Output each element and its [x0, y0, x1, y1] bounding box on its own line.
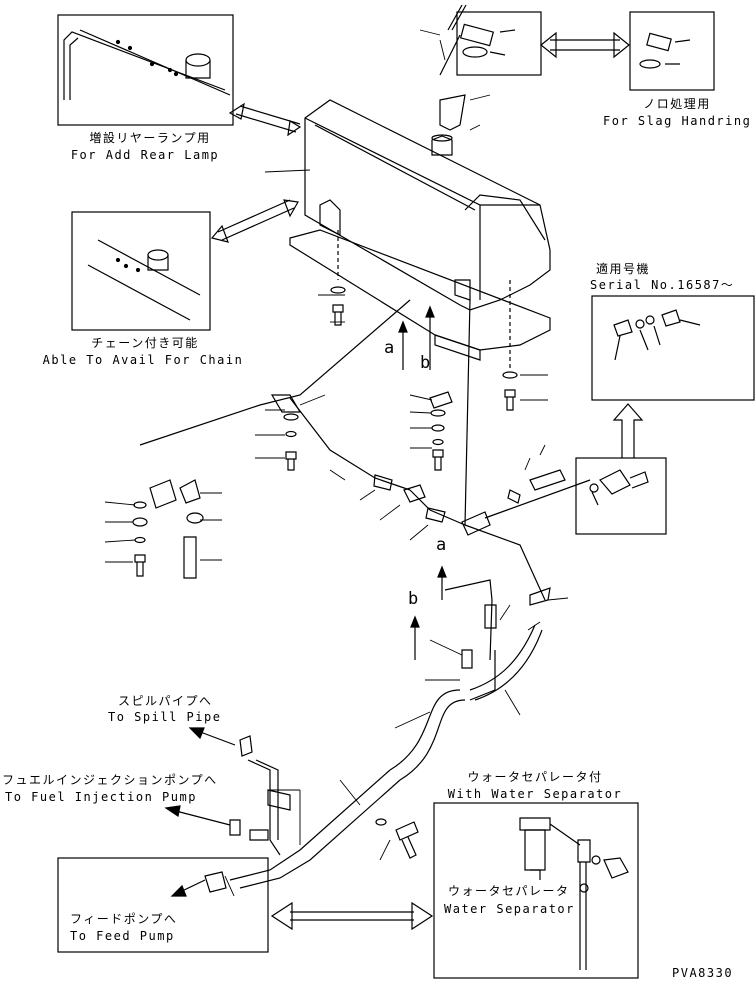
feed-jp-label: フィードポンプへ: [70, 912, 178, 926]
up-arrows-ab: [398, 305, 447, 660]
bolt-stack-2: [502, 371, 518, 411]
slag-en-label: For Slag Handring: [603, 114, 752, 128]
pointer-arrows: [164, 727, 236, 897]
bolt-stack-4: [270, 394, 302, 471]
rear-lamp-jp-label: 増設リヤーランプ用: [89, 131, 211, 145]
bolt-stack-1: [330, 286, 346, 326]
inset-feed-pump: [57, 857, 269, 953]
inset-chain: [71, 211, 211, 331]
separator-en-label: Water Separator: [444, 902, 575, 916]
up-arrow-serial: [612, 403, 644, 458]
spill-en-label: To Spill Pipe: [108, 710, 222, 724]
double-arrow-chain: [210, 199, 299, 243]
filler-cap: [439, 4, 495, 131]
with-separator-jp-label: ウォータセパレータ付: [467, 770, 603, 784]
double-arrow-rear-lamp: [228, 102, 302, 137]
fuel-lines: [139, 299, 591, 893]
serial-jp-label: 適用号機: [596, 262, 651, 276]
leader-lines: [104, 29, 569, 897]
serial-parts: [613, 309, 701, 361]
injection-jp-label: フュエルインジェクションポンプへ: [2, 773, 218, 787]
with-separator-en-label: With Water Separator: [447, 787, 623, 801]
double-arrow-slag: [540, 31, 630, 59]
inset-connector: [575, 457, 667, 535]
chain-jp-label: チェーン付き可能: [91, 336, 199, 350]
bolt-stack-3: [429, 391, 453, 471]
inset-rear-lamp: [57, 14, 234, 126]
serial-en-label: Serial No.16587～: [590, 278, 735, 292]
rear-lamp-parts: [63, 29, 231, 100]
arrow-a-label-top: a: [384, 338, 396, 358]
double-arrow-feed: [270, 901, 434, 931]
injection-en-label: To Fuel Injection Pump: [5, 790, 197, 804]
slag-jp-label: ノロ処理用: [643, 97, 711, 111]
dashed-lines: [337, 230, 511, 370]
spill-jp-label: スピルパイプへ: [118, 694, 213, 708]
water-separator-parts: [519, 817, 629, 970]
rear-lamp-en-label: For Add Rear Lamp: [70, 148, 220, 162]
drawing-code: PVA8330: [672, 966, 734, 980]
bolt-near-separator: [375, 818, 419, 859]
connector-parts: [589, 469, 649, 506]
inset-water-separator: [433, 802, 639, 979]
inset-slag-right: [629, 11, 715, 91]
inset-serial: [591, 295, 755, 401]
feed-en-label: To Feed Pump: [70, 929, 175, 943]
arrow-b-label-top: b: [420, 353, 432, 373]
fuel-tank: [289, 99, 551, 361]
bolt-stack-5: [132, 479, 204, 579]
arrow-b-label-bottom: b: [408, 589, 420, 609]
inset-slag-left: [456, 11, 542, 76]
separator-jp-label: ウォータセパレータ: [448, 884, 570, 898]
slag-parts: [489, 29, 691, 69]
arrow-a-label-bottom: a: [436, 535, 448, 555]
chain-parts: [87, 239, 201, 321]
chain-en-label: Able To Avail For Chain: [42, 353, 244, 367]
